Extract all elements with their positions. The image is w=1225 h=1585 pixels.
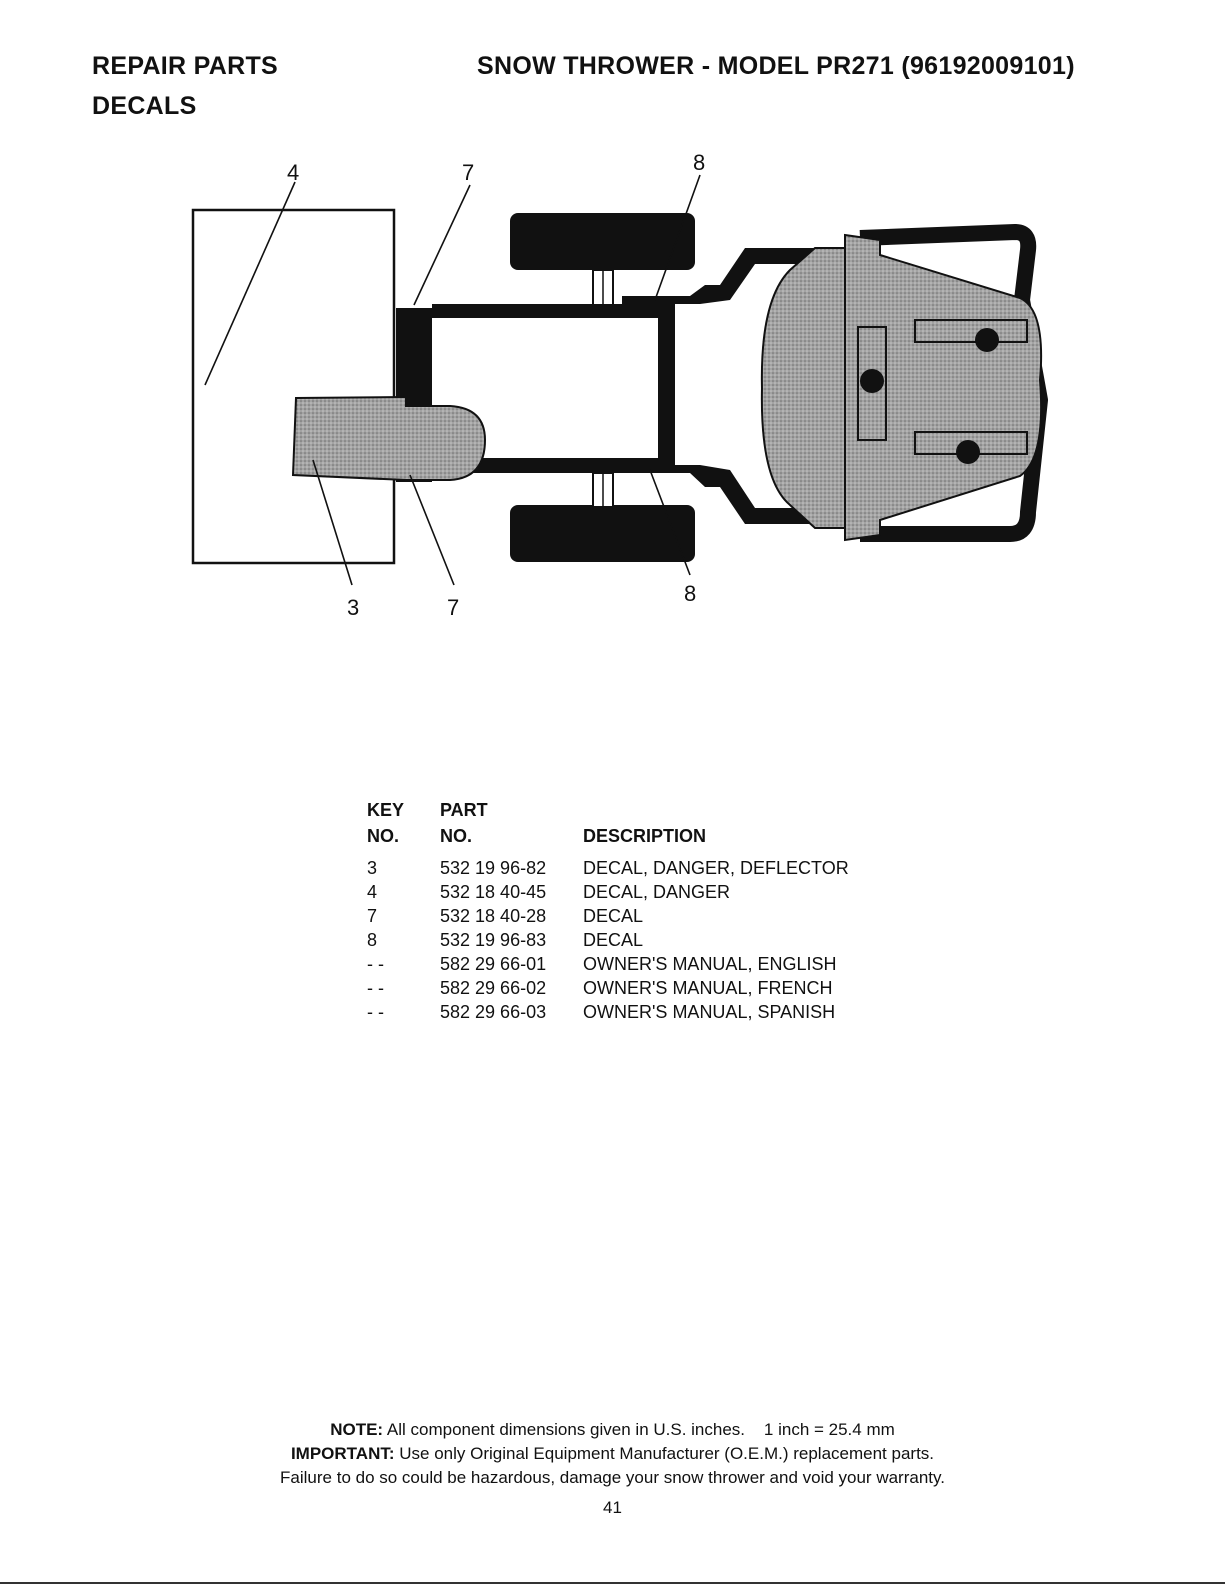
decal-location-diagram: 4 7 8 3 7 8 xyxy=(191,150,1048,620)
table-row: 3 532 19 96-82 DECAL, DANGER, DEFLECTOR xyxy=(367,856,849,880)
important-label: IMPORTANT: xyxy=(290,1444,395,1463)
callout-8-top: 8 xyxy=(693,150,705,175)
key-no: - - xyxy=(367,1002,384,1022)
description: OWNER'S MANUAL, SPANISH xyxy=(583,1002,836,1022)
engine-cover xyxy=(760,233,1043,542)
description: DECAL xyxy=(583,906,644,926)
knob-center xyxy=(860,369,884,393)
callout-3-bottom: 3 xyxy=(347,595,359,620)
wheel-bottom xyxy=(510,505,695,562)
key-no: - - xyxy=(367,954,384,974)
bottom-rule xyxy=(0,1582,1225,1584)
callout-8-bottom: 8 xyxy=(684,581,696,606)
parts-table: KEY PART NO. NO. DESCRIPTION 3 532 19 96… xyxy=(367,800,849,1024)
part-no: 532 19 96-82 xyxy=(440,858,547,878)
table-row: 8 532 19 96-83 DECAL xyxy=(367,928,849,952)
part-no: 532 18 40-45 xyxy=(440,882,547,902)
table-header-row-1: KEY PART xyxy=(367,800,849,824)
key-no: 4 xyxy=(367,882,378,902)
part-header-line1: PART xyxy=(440,800,488,820)
auger-housing xyxy=(191,208,396,565)
key-no: 8 xyxy=(367,930,378,950)
key-no: 3 xyxy=(367,858,378,878)
description: DECAL xyxy=(583,930,644,950)
table-row: - - 582 29 66-03 OWNER'S MANUAL, SPANISH xyxy=(367,1000,849,1024)
part-no: 582 29 66-03 xyxy=(440,1002,547,1022)
table-row: 7 532 18 40-28 DECAL xyxy=(367,904,849,928)
part-header-line2: NO. xyxy=(440,826,473,846)
discharge-chute xyxy=(291,395,487,481)
description: DECAL, DANGER xyxy=(583,882,731,902)
description-header: DESCRIPTION xyxy=(583,826,707,846)
important-text: Use only Original Equipment Manufacturer… xyxy=(399,1444,935,1463)
description: DECAL, DANGER, DEFLECTOR xyxy=(583,858,849,878)
page-number: 41 xyxy=(603,1498,622,1517)
part-no: 582 29 66-01 xyxy=(440,954,547,974)
footer-notes: NOTE: All component dimensions given in … xyxy=(0,1418,1225,1490)
table-header-row-2: NO. NO. DESCRIPTION xyxy=(367,824,849,848)
key-no: - - xyxy=(367,978,384,998)
callout-7-bottom: 7 xyxy=(447,595,459,620)
description: OWNER'S MANUAL, FRENCH xyxy=(583,978,833,998)
key-header-line1: KEY xyxy=(367,800,405,820)
table-row: 4 532 18 40-45 DECAL, DANGER xyxy=(367,880,849,904)
key-header-line2: NO. xyxy=(367,826,400,846)
callout-7-top: 7 xyxy=(462,160,474,185)
wheel-top xyxy=(510,213,695,270)
note-line: NOTE: All component dimensions given in … xyxy=(0,1418,1225,1442)
table-row: - - 582 29 66-01 OWNER'S MANUAL, ENGLISH xyxy=(367,952,849,976)
warning-line: Failure to do so could be hazardous, dam… xyxy=(280,1468,945,1487)
important-line: IMPORTANT: Use only Original Equipment M… xyxy=(0,1442,1225,1466)
subsection-title: DECALS xyxy=(92,92,197,120)
knob-top xyxy=(975,328,999,352)
note-label: NOTE: xyxy=(330,1420,384,1439)
description: OWNER'S MANUAL, ENGLISH xyxy=(583,954,837,974)
knob-bottom xyxy=(956,440,980,464)
key-no: 7 xyxy=(367,906,378,926)
part-no: 532 19 96-83 xyxy=(440,930,547,950)
note-text: All component dimensions given in U.S. i… xyxy=(386,1420,895,1439)
product-title: SNOW THROWER - MODEL PR271 (96192009101) xyxy=(477,52,1075,80)
part-no: 532 18 40-28 xyxy=(440,906,547,926)
part-no: 582 29 66-02 xyxy=(440,978,547,998)
section-title: REPAIR PARTS xyxy=(92,52,279,80)
callout-4-top: 4 xyxy=(287,160,299,185)
table-row: - - 582 29 66-02 OWNER'S MANUAL, FRENCH xyxy=(367,976,849,1000)
